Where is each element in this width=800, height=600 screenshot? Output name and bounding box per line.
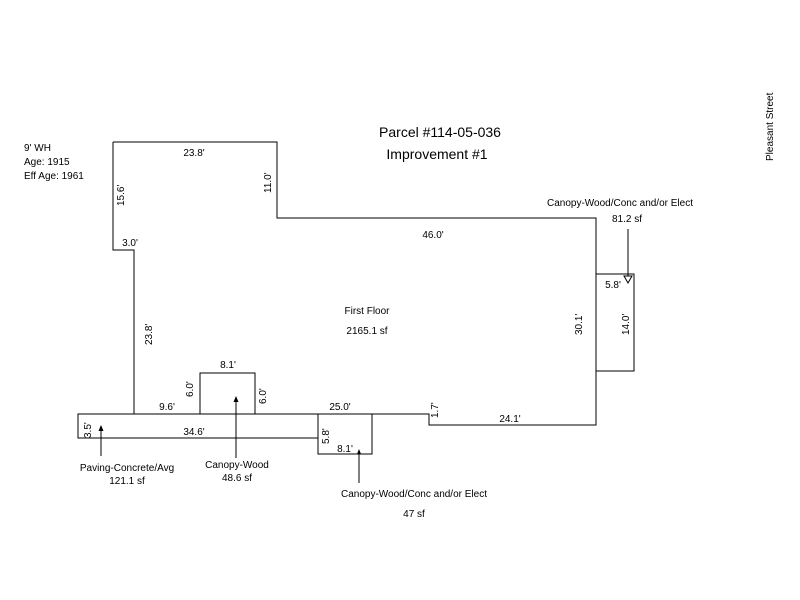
annex-front-canopy-name: Canopy-Wood (205, 460, 269, 471)
annex-front-canopy-dim-left: 6.0' (185, 381, 196, 397)
age-label: Age: 1915 (24, 157, 70, 168)
annex-right-canopy-area: 81.2 sf (612, 214, 642, 225)
eff-age-label: Eff Age: 1961 (24, 171, 84, 182)
annex-paving-area: 121.1 sf (109, 476, 145, 487)
dim-top-width: 23.8' (183, 148, 204, 159)
annex-paving-name: Paving-Concrete/Avg (80, 463, 174, 474)
main-building-outline (112, 141, 597, 426)
annex-right-canopy (595, 273, 635, 372)
dim-inner-step: 11.0' (263, 172, 274, 193)
dim-step-short: 3.0' (122, 238, 138, 249)
annex-right-canopy-dim-a: 5.8' (605, 280, 621, 291)
annex-front-canopy-dim-right: 6.0' (258, 388, 269, 404)
annex-lower-canopy-name: Canopy-Wood/Conc and/or Elect (341, 489, 487, 500)
wall-height-label: 9' WH (24, 143, 51, 154)
parcel-title: Parcel #114-05-036 (379, 124, 501, 140)
dim-jog: 1.7' (430, 402, 441, 418)
annex-right-canopy-dim-b: 14.0' (621, 314, 632, 335)
annex-paving-arrow (98, 425, 104, 431)
dim-left-upper: 15.6' (116, 185, 127, 206)
annex-lower-canopy-dim-width: 8.1' (337, 444, 353, 455)
street-label: Pleasant Street (765, 92, 776, 161)
dim-front-left: 9.6' (159, 402, 175, 413)
dim-front-right: 24.1' (499, 414, 520, 425)
dim-front-mid: 25.0' (329, 402, 350, 413)
annex-paving-dim-length: 34.6' (183, 427, 204, 438)
annex-right-canopy-name: Canopy-Wood/Conc and/or Elect (547, 198, 693, 209)
annex-lower-canopy-area: 47 sf (403, 509, 425, 520)
annex-front-canopy (199, 372, 256, 415)
annex-lower-canopy (317, 413, 373, 455)
dim-upper-run: 46.0' (422, 230, 443, 241)
improvement-title: Improvement #1 (386, 146, 487, 162)
dim-left-lower: 23.8' (144, 324, 155, 345)
annex-paving-dim-height: 3.5' (83, 422, 94, 438)
annex-front-canopy-dim-top: 8.1' (220, 360, 236, 371)
dim-right-side: 30.1' (574, 314, 585, 335)
annex-lower-canopy-arrow (357, 449, 361, 454)
main-area-size: 2165.1 sf (346, 326, 387, 337)
main-area-name: First Floor (345, 306, 391, 317)
annex-right-canopy-arrow (623, 275, 633, 285)
annex-lower-canopy-dim-height: 5.8' (321, 428, 332, 444)
annex-front-canopy-arrow (233, 396, 239, 402)
annex-front-canopy-area: 48.6 sf (222, 473, 252, 484)
